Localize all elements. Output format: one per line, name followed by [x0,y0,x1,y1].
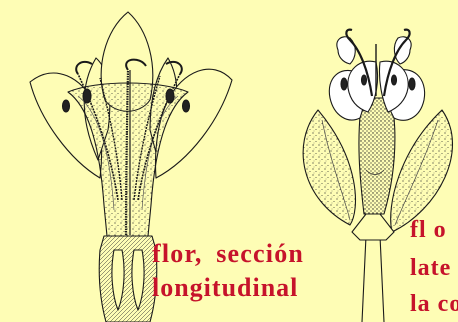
anther [183,100,190,112]
pedicel [362,236,384,322]
caption-right-line-1: fl o [410,218,447,242]
caption-right-line-2: late [410,256,451,280]
anther [392,75,397,85]
anther [83,89,91,103]
bract-left [303,110,355,225]
anther [341,78,347,90]
calyx [352,214,394,240]
corolla-tube [359,98,395,214]
anther [63,100,70,112]
caption-right-line-3: la co [410,292,458,316]
caption-left-line-1: flor, sección [152,241,304,267]
anther [362,75,367,85]
corolla-lobe [337,37,355,64]
caption-left-line-2: longitudinal [152,275,298,301]
anther [166,89,174,103]
anther [409,78,415,90]
calyx [99,236,157,322]
